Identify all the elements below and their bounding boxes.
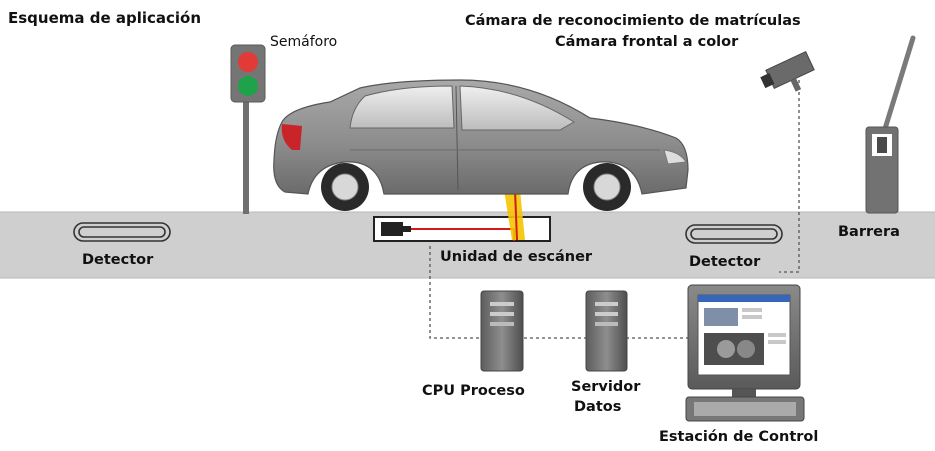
- scanner-unit-label: Unidad de escáner: [440, 249, 593, 265]
- control-station-keyboard-icon: [685, 396, 805, 422]
- barrier-icon: [865, 35, 916, 214]
- barrier-label: Barrera: [838, 224, 900, 240]
- server-tower-icon: [585, 290, 628, 372]
- camera-label-line2: Cámara frontal a color: [555, 34, 739, 50]
- cpu-label: CPU Proceso: [422, 383, 525, 399]
- server-label-line1: Servidor: [571, 379, 641, 395]
- control-station-label: Estación de Control: [659, 429, 819, 445]
- diagram-title: Esquema de aplicación: [8, 9, 202, 27]
- detector-loop-right-icon: [685, 224, 783, 244]
- camera-label-line1: Cámara de reconocimiento de matrículas: [465, 13, 801, 29]
- detector-left-label: Detector: [82, 252, 154, 268]
- camera-to-detector-line: [779, 80, 800, 273]
- camera-icon: [760, 50, 815, 92]
- detector-right-label: Detector: [689, 254, 761, 270]
- scan-beam-red: [514, 189, 518, 241]
- scan-beam: [504, 190, 525, 240]
- control-station-monitor-icon: [687, 284, 801, 397]
- traffic-light-icon: [230, 44, 266, 214]
- car-icon: [273, 79, 689, 211]
- server-label-line2: Datos: [574, 399, 622, 415]
- traffic-light-label: Semáforo: [270, 34, 338, 50]
- cpu-tower-icon: [480, 290, 524, 372]
- detector-loop-left-icon: [73, 222, 171, 242]
